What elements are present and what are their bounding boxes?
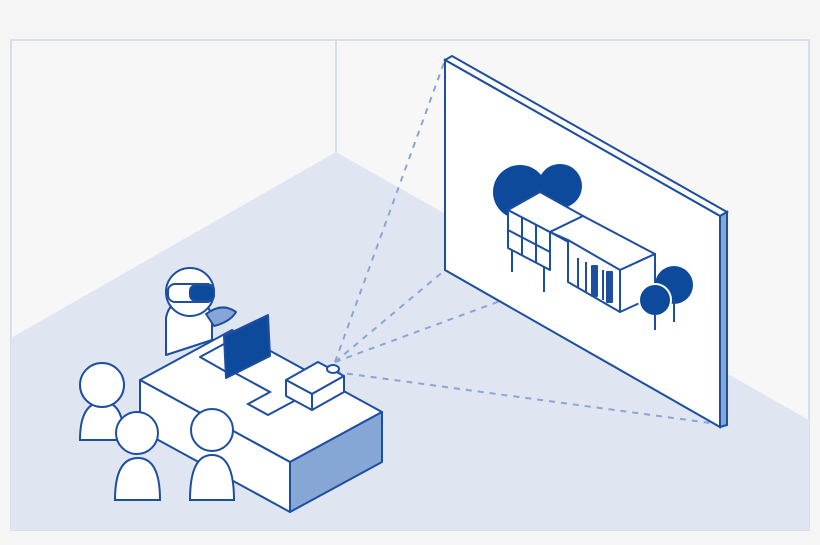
- audience: [78, 362, 236, 501]
- projected-image: [493, 164, 693, 330]
- tree-icon: [638, 283, 672, 330]
- projection-screen: [442, 54, 730, 429]
- person-icon: [188, 408, 236, 501]
- vr-user-arm: [205, 306, 237, 327]
- vr-user: [165, 267, 237, 356]
- projector-icon: [285, 361, 345, 411]
- laptop-icon: [199, 314, 271, 379]
- cable: [234, 372, 297, 417]
- person-icon: [78, 362, 126, 441]
- person-icon: [113, 411, 162, 501]
- vr-headset-icon: [167, 283, 215, 303]
- table-side: [289, 411, 383, 513]
